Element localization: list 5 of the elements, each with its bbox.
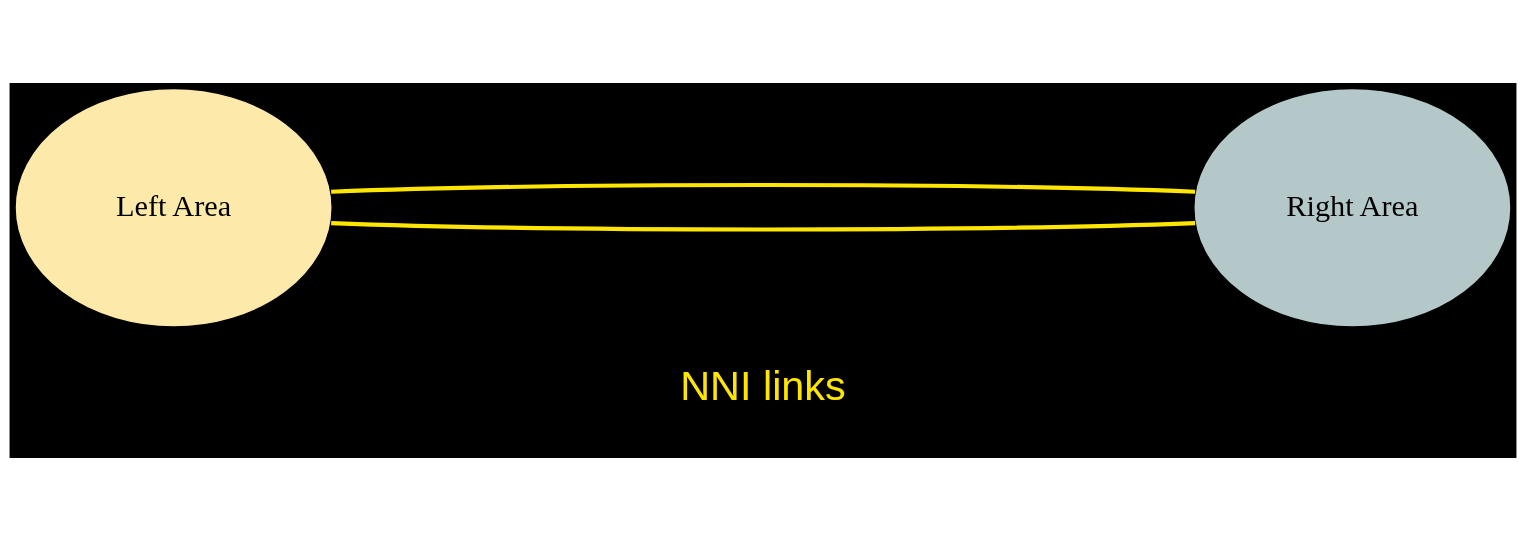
node-ellipse: Left Area xyxy=(14,87,333,328)
label: NNI links xyxy=(680,363,846,410)
connector xyxy=(331,221,1196,232)
node-ellipse: Right Area xyxy=(1193,87,1512,328)
connector xyxy=(331,182,1196,194)
